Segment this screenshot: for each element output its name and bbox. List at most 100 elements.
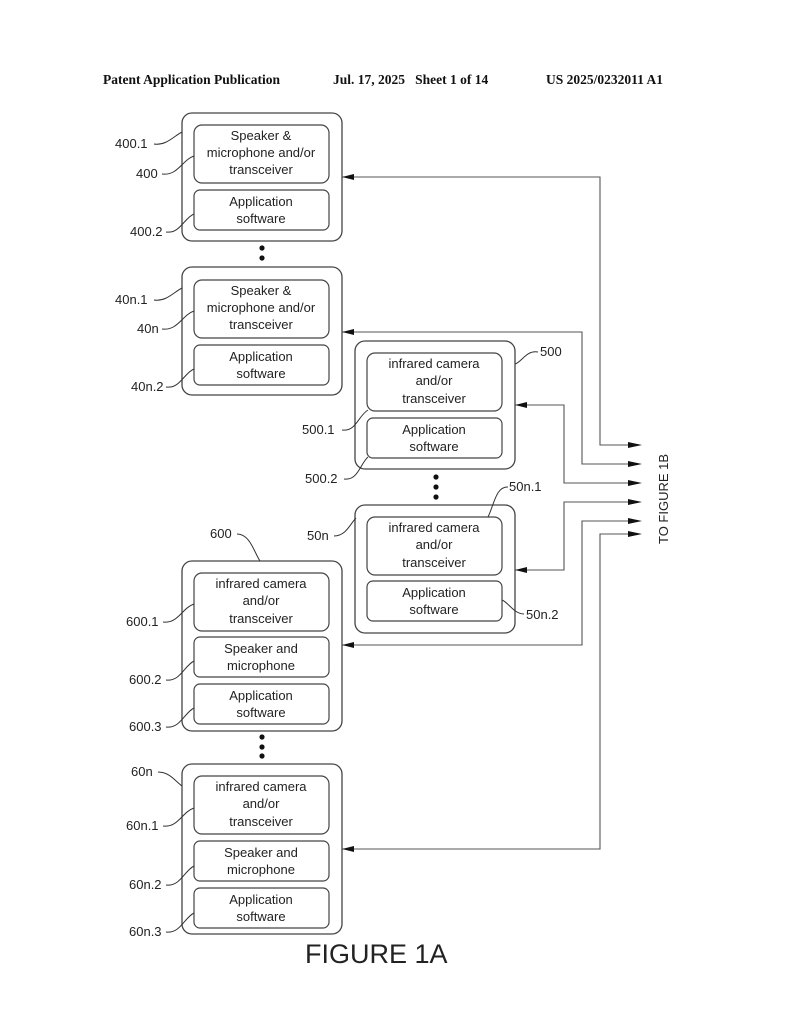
- device-500: infrared camera and/or transceiver Appli…: [302, 340, 562, 486]
- leader-line: [153, 131, 183, 145]
- device-500-frame: [354, 340, 516, 470]
- component-60n-3: [193, 887, 330, 929]
- arrow-out-2: [628, 461, 642, 467]
- wire-600: [342, 520, 640, 646]
- component-600-2: [193, 636, 330, 678]
- connection-wires: [342, 176, 640, 850]
- component-400-1: [193, 124, 330, 184]
- arrow-into-500: [515, 402, 527, 408]
- ref-label: 50n.2: [526, 607, 559, 622]
- component-50n-1: [366, 516, 503, 576]
- ref-label: 40n: [137, 321, 159, 336]
- ref-label: 60n.2: [129, 877, 162, 892]
- leader-line: [514, 351, 539, 365]
- component-50n-2-line: Application: [402, 585, 466, 600]
- device-40n: Speaker & microphone and/or transceiver …: [115, 266, 343, 396]
- ref-label: 600.2: [129, 672, 162, 687]
- wire-400: [342, 176, 640, 446]
- leader-line: [341, 409, 369, 431]
- device-400-frame: [181, 112, 343, 242]
- ref-label: 400: [136, 166, 158, 181]
- wire-60n: [342, 533, 640, 850]
- arrow-into-40n: [342, 329, 354, 335]
- component-600-3-line: software: [236, 705, 285, 720]
- ref-label: 500.1: [302, 422, 335, 437]
- date-and-sheet: Jul. 17, 2025 Sheet 1 of 14: [333, 72, 489, 87]
- device-50n: infrared camera and/or transceiver Appli…: [307, 479, 559, 634]
- leader-line: [165, 368, 195, 388]
- arrow-into-50n: [515, 567, 527, 573]
- arrow-out-6: [628, 531, 642, 537]
- device-400: Speaker & microphone and/or transceiver …: [115, 112, 343, 242]
- leader-line: [162, 603, 195, 623]
- component-400-2-line: software: [236, 211, 285, 226]
- arrow-out-5: [628, 518, 642, 524]
- component-500-2-line: Application: [402, 422, 466, 437]
- leader-line: [487, 486, 509, 518]
- leader-line: [153, 287, 183, 301]
- component-600-2-line: Speaker and: [224, 641, 298, 656]
- component-60n-3-line: Application: [229, 892, 293, 907]
- device-600-frame: [181, 560, 343, 732]
- component-600-2-line: microphone: [227, 658, 295, 673]
- wire-500: [515, 404, 640, 484]
- ref-label: 500.2: [305, 471, 338, 486]
- ref-label: 600: [210, 526, 232, 541]
- component-60n-2-line: microphone: [227, 862, 295, 877]
- to-figure-1b-label: TO FIGURE 1B: [656, 454, 671, 544]
- ref-label: 40n.1: [115, 292, 148, 307]
- component-400-2: [193, 189, 330, 231]
- ref-label: 400.1: [115, 136, 148, 151]
- component-40n-2-line: software: [236, 366, 285, 381]
- leader-line: [343, 456, 369, 480]
- component-50n-1-line: transceiver: [402, 555, 466, 570]
- leader-line: [165, 660, 195, 681]
- component-60n-1-line: and/or: [243, 796, 281, 811]
- wire-50n: [515, 501, 640, 571]
- leader-line: [161, 310, 195, 330]
- component-50n-1-line: infrared camera: [388, 520, 480, 535]
- ref-label: 600.1: [126, 614, 159, 629]
- arrow-out-4: [628, 499, 642, 505]
- ref-label: 600.3: [129, 719, 162, 734]
- leader-line: [501, 599, 525, 615]
- arrow-out-1: [628, 442, 642, 448]
- ellipsis-dots: [433, 474, 439, 500]
- component-50n-1-line: and/or: [416, 537, 454, 552]
- arrow-out-3: [628, 480, 642, 486]
- publication-title: Patent Application Publication: [103, 72, 281, 87]
- component-500-1: [366, 352, 503, 412]
- leader-line: [165, 213, 195, 233]
- arrowheads: [342, 174, 642, 852]
- component-60n-3-line: software: [236, 909, 285, 924]
- ref-label: 60n.1: [126, 818, 159, 833]
- component-500-1-line: infrared camera: [388, 356, 480, 371]
- wire-40n: [342, 331, 640, 465]
- component-500-2: [366, 417, 503, 459]
- component-40n-2: [193, 344, 330, 386]
- arrow-into-400: [342, 174, 354, 180]
- component-50n-2: [366, 580, 503, 622]
- figure-caption: FIGURE 1A: [305, 939, 448, 969]
- ref-label: 500: [540, 344, 562, 359]
- ref-label: 400.2: [130, 224, 163, 239]
- component-60n-2-line: Speaker and: [224, 845, 298, 860]
- ref-label: 50n: [307, 528, 329, 543]
- ref-label: 40n.2: [131, 379, 164, 394]
- leader-line: [165, 865, 195, 886]
- component-60n-1: [193, 775, 330, 835]
- component-400-1-line: microphone and/or: [207, 145, 316, 160]
- component-600-1-line: infrared camera: [215, 576, 307, 591]
- device-60n-frame: [181, 763, 343, 935]
- ellipsis-dots: [259, 245, 265, 261]
- component-500-1-line: transceiver: [402, 391, 466, 406]
- component-500-1-line: and/or: [416, 373, 454, 388]
- leader-line: [162, 807, 195, 827]
- arrow-into-60n: [342, 846, 354, 852]
- component-50n-2-line: software: [409, 602, 458, 617]
- component-40n-1-line: microphone and/or: [207, 300, 316, 315]
- component-600-1: [193, 572, 330, 632]
- leader-line: [165, 707, 195, 728]
- component-60n-1-line: infrared camera: [215, 779, 307, 794]
- ref-label: 60n: [131, 764, 153, 779]
